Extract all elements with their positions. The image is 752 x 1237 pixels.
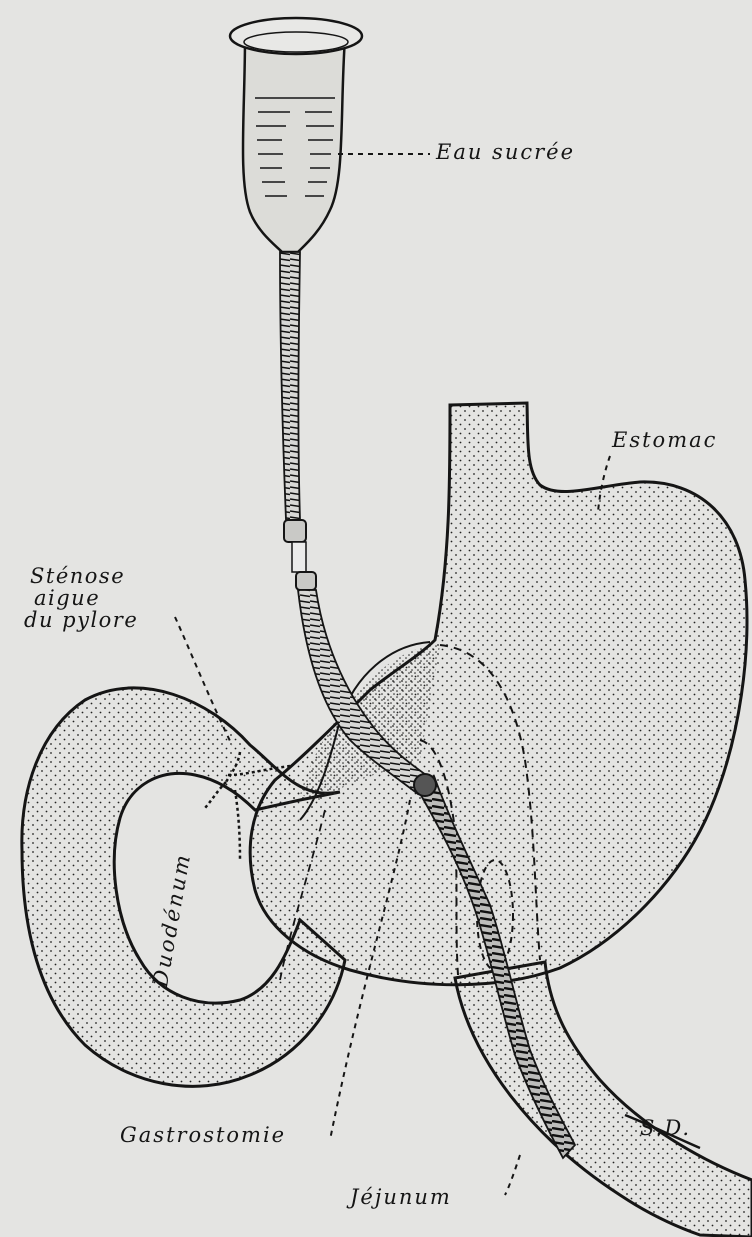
funnel-body [243,38,345,252]
tube-connector [284,520,306,542]
label-stenose-line2: aigue [22,587,138,609]
tube-upper [280,252,300,520]
label-stenose-line1: Sténose [22,565,138,587]
label-estomac: Estomac [612,430,717,451]
tube-connector-lower [296,572,316,590]
funnel-rim [230,18,362,54]
label-stenose-line3: du pylore [22,609,138,631]
label-jejunum: Jéjunum [350,1187,452,1208]
tube-entry-point [414,774,436,796]
label-gastrostomie: Gastrostomie [120,1125,286,1146]
jejunum-shape [455,962,752,1237]
label-eau-sucree: Eau sucrée [436,142,575,163]
tube-glass-joint [292,542,306,572]
label-stenose-aigue-du-pylore: Sténose aigue du pylore [22,565,138,631]
label-sd: S.D. [640,1118,691,1139]
